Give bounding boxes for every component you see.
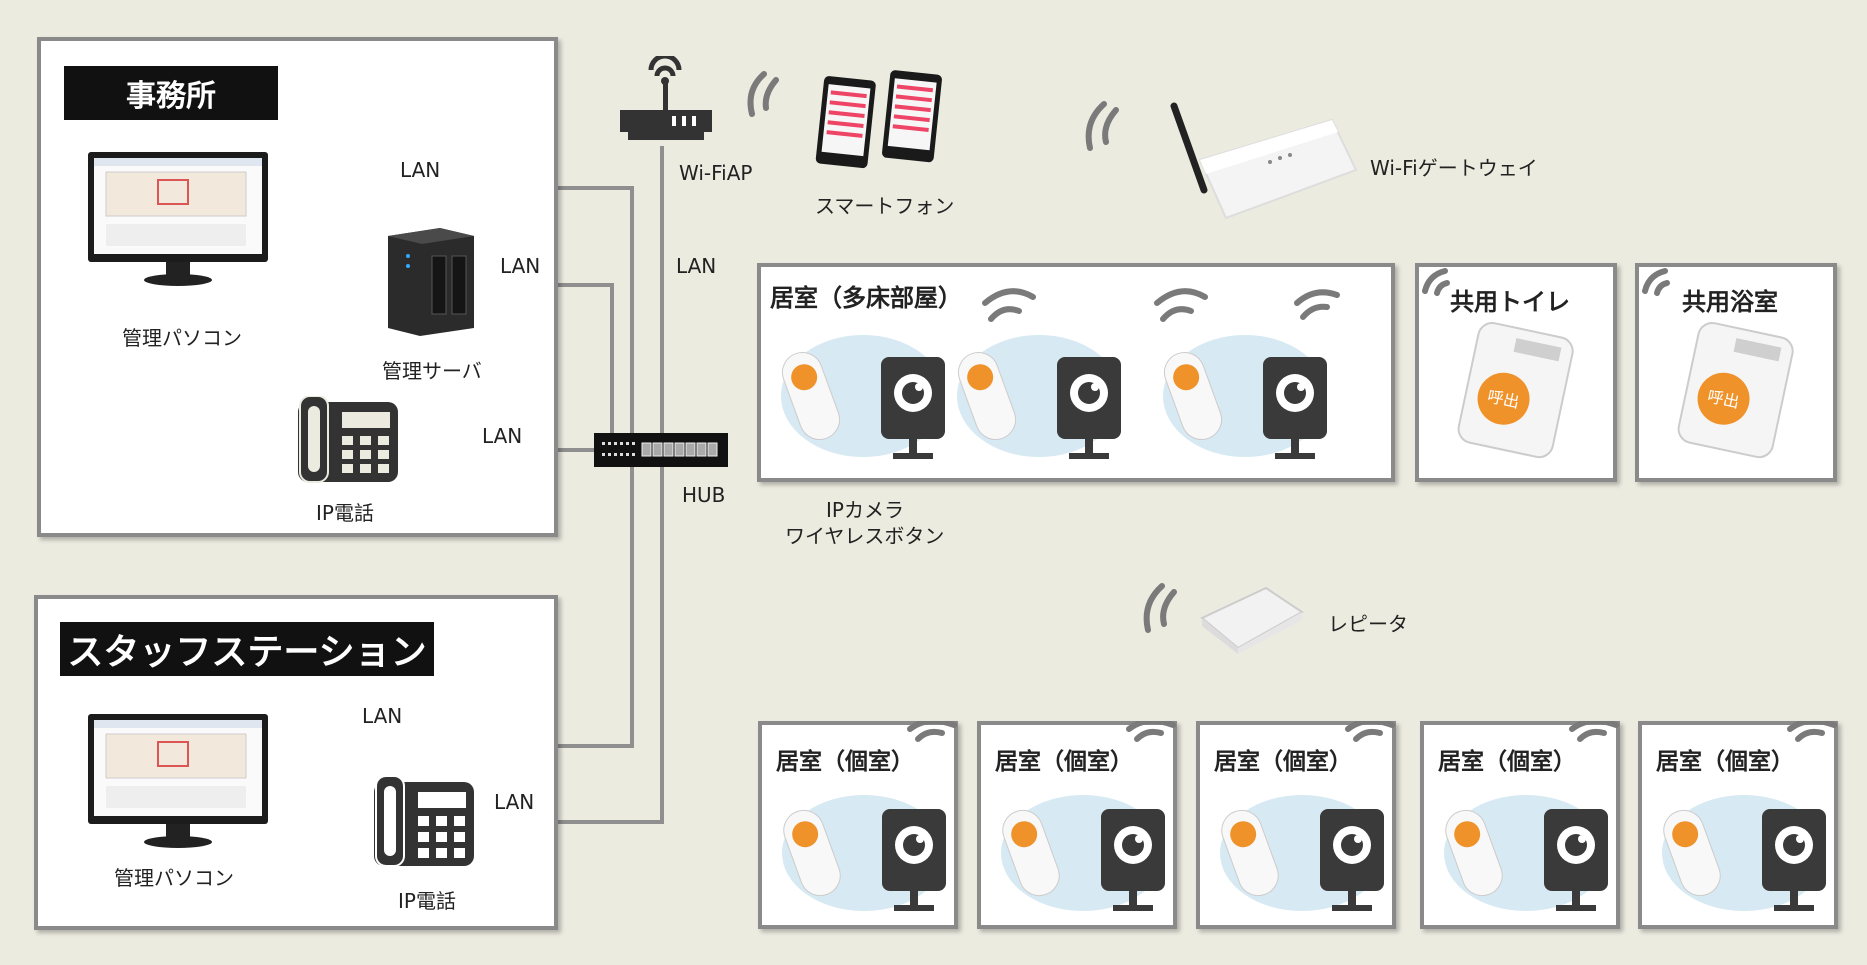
private-room-devices (782, 721, 957, 911)
private-room-devices (1662, 721, 1837, 911)
private-room-title: 居室（個室） (776, 749, 914, 775)
ip-phone-icon (296, 395, 400, 484)
wifi-gateway-label: Wi-Fiゲートウェイ (1370, 156, 1538, 180)
multi-bed-room-title: 居室（多床部屋） (770, 284, 962, 312)
device-caption-line1: IPカメラ (826, 498, 904, 522)
device-caption-line2: ワイヤレスボタン (785, 524, 945, 548)
multi-bed-devices (781, 288, 1340, 459)
staff-pc-label: 管理パソコン (114, 866, 234, 890)
monitor-icon (86, 150, 270, 290)
office-title: 事務所 (64, 66, 278, 120)
office-pc-label: 管理パソコン (122, 326, 242, 350)
monitor-icon (86, 712, 270, 852)
device-group-1 (781, 335, 945, 459)
call-button-icon: 呼出 (1422, 268, 1574, 459)
staff-station-title: スタッフステーション (60, 622, 434, 676)
lan-label-office-pc: LAN (400, 158, 441, 182)
hub-label: HUB (682, 483, 726, 507)
shared-toilet-title: 共用トイレ (1450, 288, 1570, 316)
device-group-3 (1163, 335, 1327, 459)
lan-label-server: LAN (500, 254, 541, 278)
repeater-icon (1196, 582, 1306, 654)
private-room-title: 居室（個室） (995, 749, 1133, 775)
ip-phone-icon (372, 775, 476, 868)
lan-label-staff-pc: LAN (362, 704, 403, 728)
office-phone-label: IP電話 (316, 501, 374, 525)
wifi-gateway-icon (1160, 100, 1360, 224)
lan-label-staff-phone: LAN (494, 790, 535, 814)
call-button-icon: 呼出 (1642, 268, 1794, 459)
wifi-signal-icon (1138, 578, 1178, 638)
shared-bath-title: 共用浴室 (1682, 288, 1778, 316)
smartphone-label: スマートフォン (815, 194, 955, 218)
repeater-label: レピータ (1328, 612, 1408, 636)
server-icon (380, 226, 476, 338)
private-room-devices (1444, 721, 1619, 911)
server-label: 管理サーバ (382, 359, 482, 383)
private-room-title: 居室（個室） (1438, 749, 1576, 775)
device-group-2 (957, 335, 1121, 459)
wifi-signal-icon (742, 64, 782, 124)
hub-icon (594, 433, 728, 467)
wifi-ap-label: Wi-FiAP (679, 161, 753, 185)
wifi-ap-icon (618, 53, 714, 148)
lan-label-office-phone: LAN (482, 424, 523, 448)
private-room-devices (1220, 721, 1395, 911)
private-room-devices (1001, 721, 1176, 911)
smartphone-icon (800, 70, 950, 170)
wifi-signal-icon (1080, 96, 1120, 156)
lan-label-trunk: LAN (676, 254, 717, 278)
private-room-title: 居室（個室） (1214, 749, 1352, 775)
private-room-title: 居室（個室） (1656, 749, 1794, 775)
staff-phone-label: IP電話 (398, 889, 456, 913)
